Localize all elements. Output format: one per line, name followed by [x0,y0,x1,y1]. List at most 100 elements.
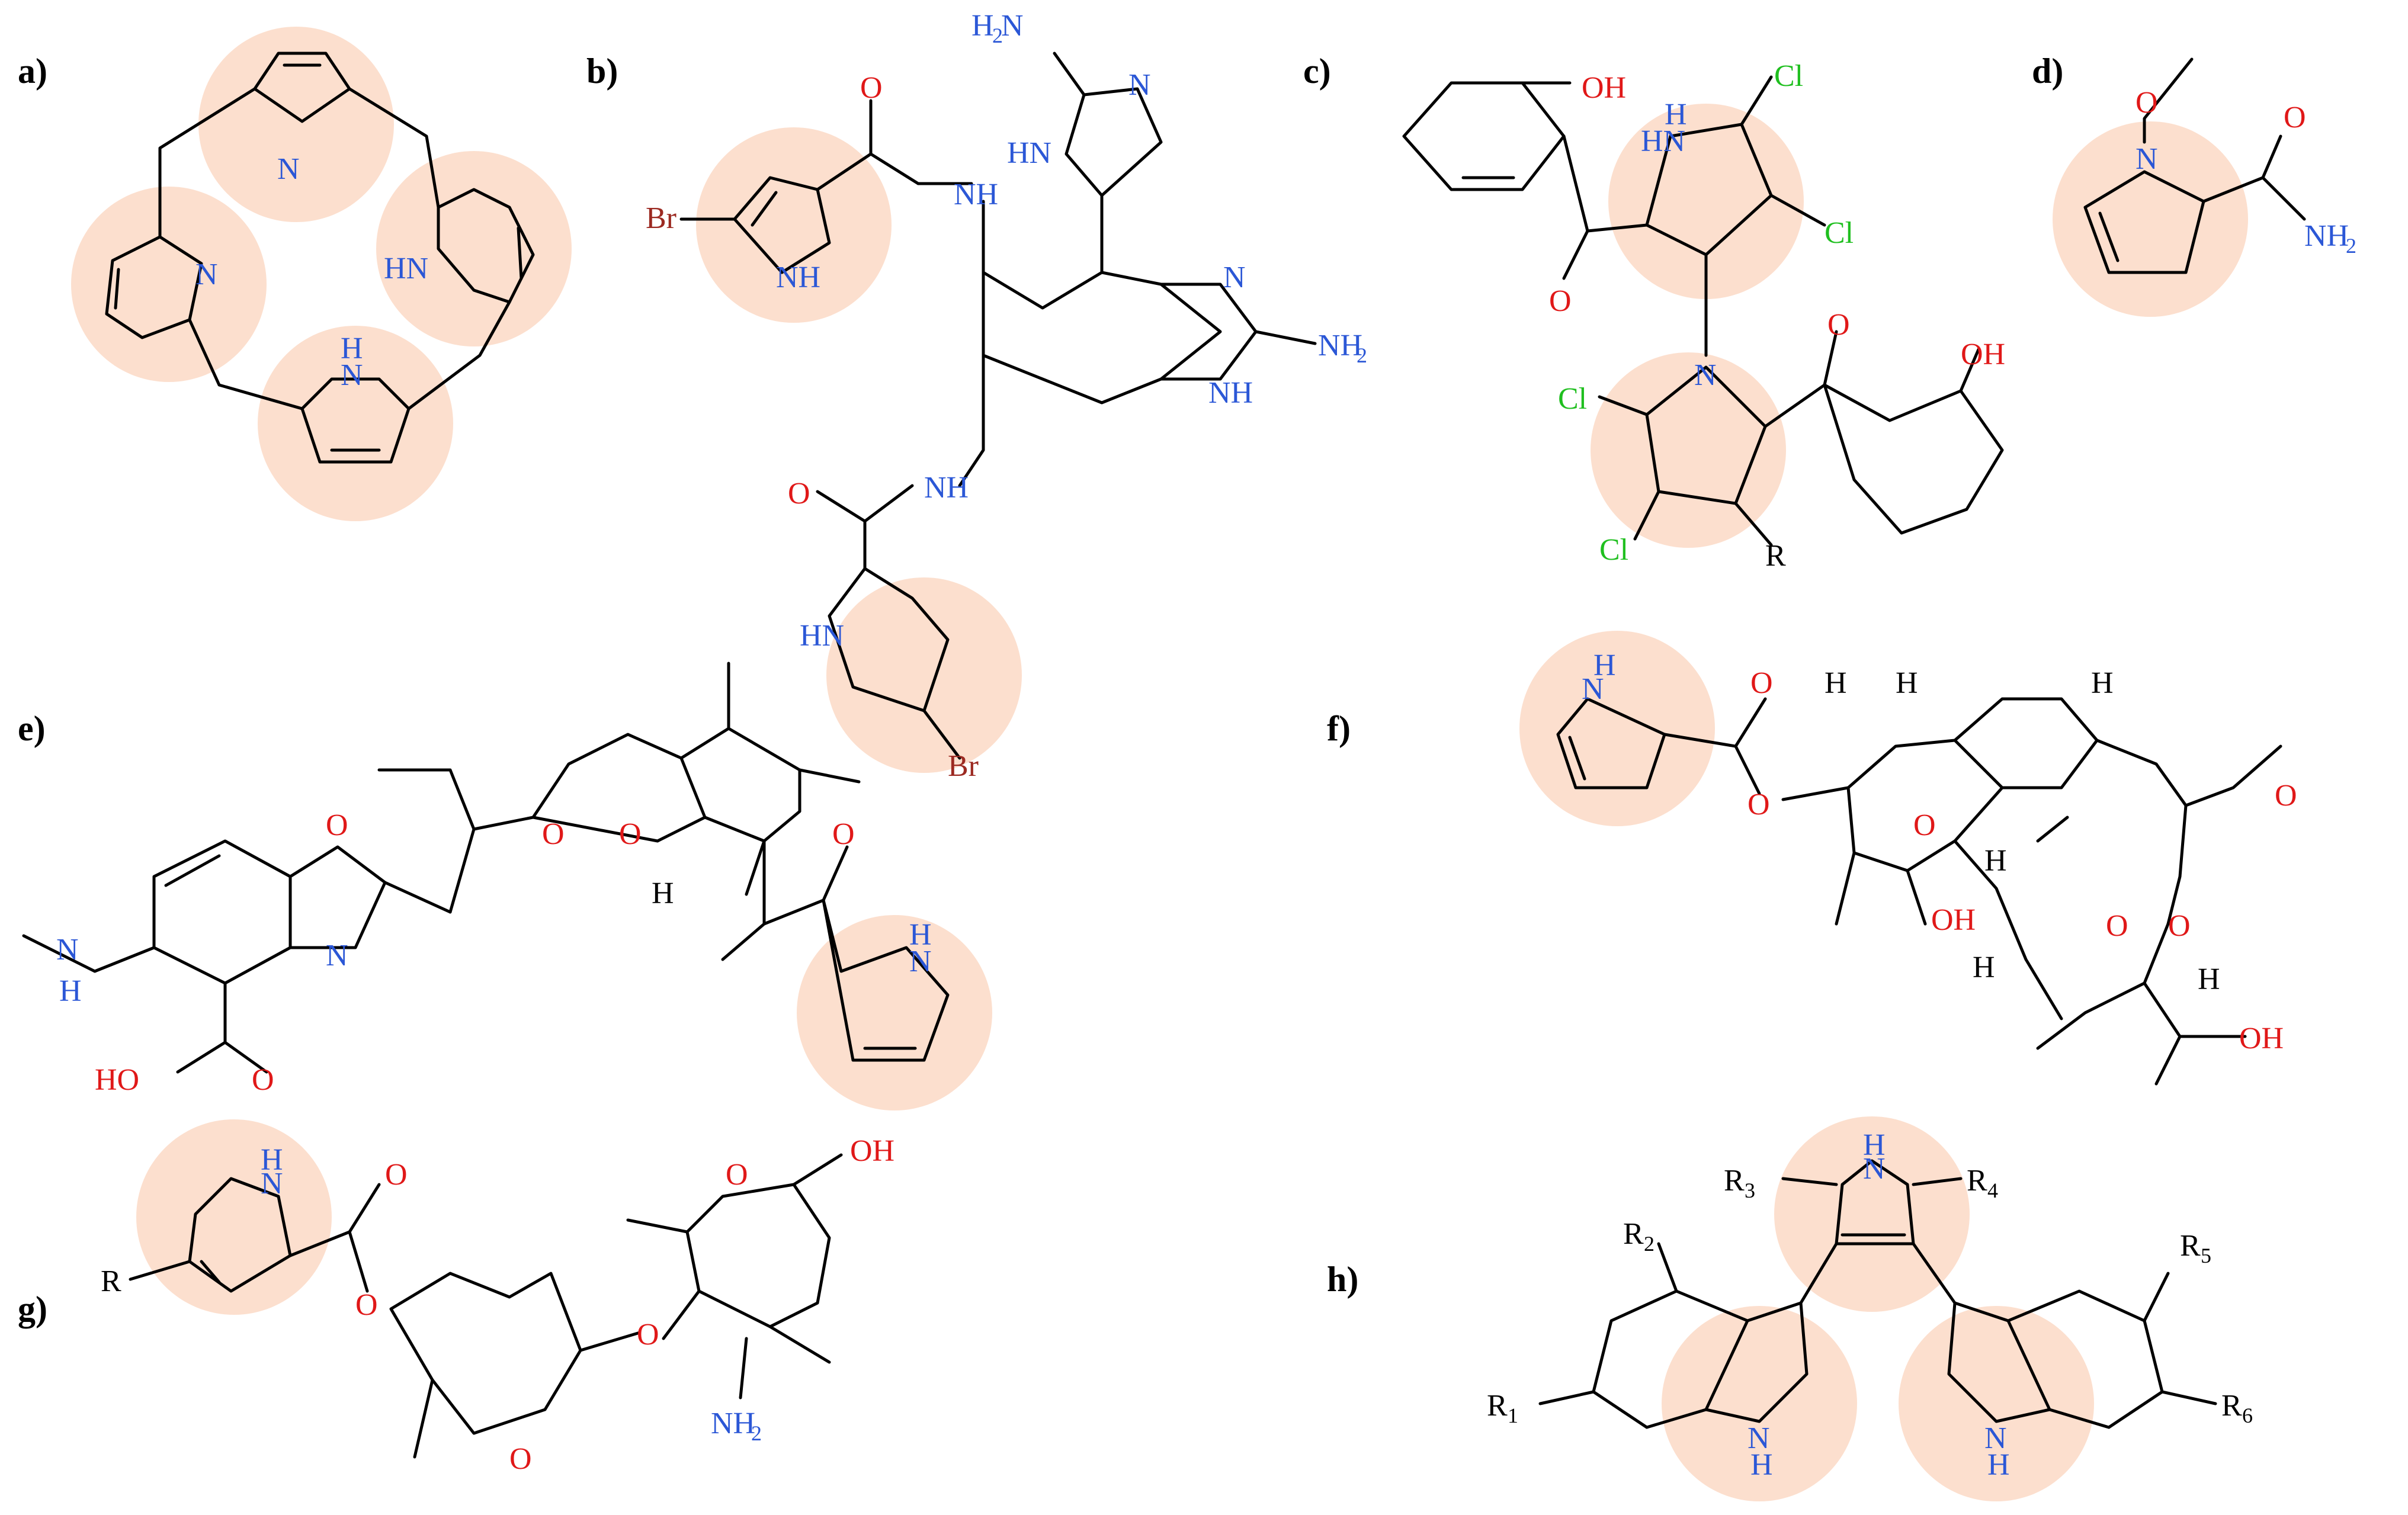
atom-O: O [860,71,883,105]
structure-g-pyrrole-glycoside: R H N O O O O O OH NH 2 [101,1119,894,1476]
structure-f-pyrrole-ester-macrolide: H N O O H H H O H OH O O O H H OH [1519,631,2297,1086]
atom-R1: R [1487,1389,1508,1423]
pyrrole-highlight [1774,1116,1970,1312]
atom-N: N [1128,68,1151,102]
atom-subscript: 5 [2201,1244,2211,1267]
atom-O: O [355,1288,378,1322]
panel-label-c: c) [1303,52,1331,91]
atom-NH2: NH [1318,329,1362,362]
pyrrole-highlight [826,577,1022,773]
pyrrole-highlight [136,1119,332,1315]
atom-O: O [509,1442,532,1476]
atom-H: H [59,974,82,1008]
atom-NH: NH [1208,376,1253,410]
atom-subscript: 2 [1357,344,1367,367]
atom-O: O [726,1158,748,1192]
structure-d-methoxypyrrole: O N O NH 2 [2053,57,2356,317]
atom-O: O [1549,284,1572,318]
atom-Cl: Cl [1558,382,1587,416]
atom-OH: OH [1931,903,1976,937]
atom-H: H [1825,666,1847,700]
panel-label-g: g) [18,1289,47,1328]
atom-O: O [2106,909,2128,943]
atom-H: H [261,1143,283,1177]
atom-H: H [1593,649,1616,682]
atom-H: H [2091,666,2114,700]
pyrrole-highlight [797,915,992,1110]
panel-label-d: d) [2032,52,2063,91]
atom-N: N [1582,672,1604,706]
atom-O: O [1827,308,1850,342]
atom-O: O [637,1318,659,1352]
atom-O: O [542,817,565,851]
atom-R4: R [1967,1164,1987,1198]
atom-subscript: 2 [1644,1232,1655,1256]
pyrrole-highlight [1662,1306,1857,1501]
atom-HN: HN [1007,136,1051,170]
atom-N: N [261,1167,283,1201]
atom-HN: HN [384,252,428,285]
pyrrole-highlight [1899,1306,2094,1501]
atom-subscript: 6 [2242,1404,2253,1427]
atom-O: O [326,808,348,842]
atom-Cl: Cl [1774,59,1803,93]
pyrrole-highlight [2053,121,2248,317]
atom-N: N [326,939,348,972]
atom-N: N [1223,261,1246,294]
atom-subscript: 2 [2346,234,2356,258]
atom-OH: OH [1961,338,2005,371]
atom-R: R [1765,539,1786,573]
atom-R2: R [1623,1217,1644,1251]
atom-OH: OH [1582,71,1626,105]
pyrrole-highlight [1519,631,1715,826]
atom-H: H [909,918,932,952]
atom-NH2: NH [711,1407,755,1440]
pyrrole-highlight [696,127,892,323]
atom-O: O [788,477,810,511]
atom-OH: OH [850,1134,894,1168]
structure-h-bisindolylpyrrole: H N R 3 R 4 R 2 R 1 R 5 R 6 N H N H [1487,1116,2253,1501]
panel-label-b: b) [586,52,618,91]
atom-R5: R [2180,1229,2201,1263]
atom-O: O [385,1158,408,1192]
structure-c-chloropyrrole: OH H HN Cl Cl O N Cl Cl R O OH [1402,59,2005,573]
atom-subscript: 2 [751,1421,762,1445]
pyrrole-highlight [71,187,267,382]
atom-N: N [56,933,79,967]
atom-H: H [1750,1448,1773,1482]
panel-label-e: e) [18,709,46,748]
atom-N: N [1863,1152,1886,1186]
atom-HN: HN [1641,124,1685,158]
structure-a-porphyrin: N HN N H N [71,27,572,521]
atom-NH2: NH [2304,219,2349,253]
atom-O: O [832,817,855,851]
atom-NH: NH [776,261,820,294]
atom-H: H [1665,98,1687,131]
atom-O: O [619,817,642,851]
atom-N: N [277,152,300,186]
atom-O: O [2275,779,2297,813]
atom-H: H [341,332,363,365]
panel-label-a: a) [18,52,47,91]
atom-H: H [652,877,674,910]
atom-NH: NH [954,178,998,211]
panel-label-h: h) [1327,1260,1358,1299]
atom-Br: Br [646,201,676,235]
atom-NH: NH [924,471,969,505]
structure-e-benzoxazole-spiroketal: O N N H HO O O O H O H N [22,662,992,1110]
atom-R: R [101,1264,121,1298]
atom-H: H [1863,1128,1886,1162]
atom-O: O [1913,808,1936,842]
atom-O: O [1750,666,1773,700]
atom-N: N [1694,358,1717,392]
atom-R3: R [1724,1164,1745,1198]
atom-subscript: 3 [1745,1179,1755,1202]
structure-b-bromopyrrole-dimer: Br NH O NH H 2 N N HN N NH 2 NH O NH HN … [646,9,1367,783]
atom-H: H [1973,951,1995,984]
pyrrole-highlight [376,151,572,346]
atom-O: O [2284,101,2306,134]
atom-HO: HO [95,1063,139,1097]
pyrrole-highlight [198,27,394,222]
panel-label-f: f) [1327,709,1351,748]
